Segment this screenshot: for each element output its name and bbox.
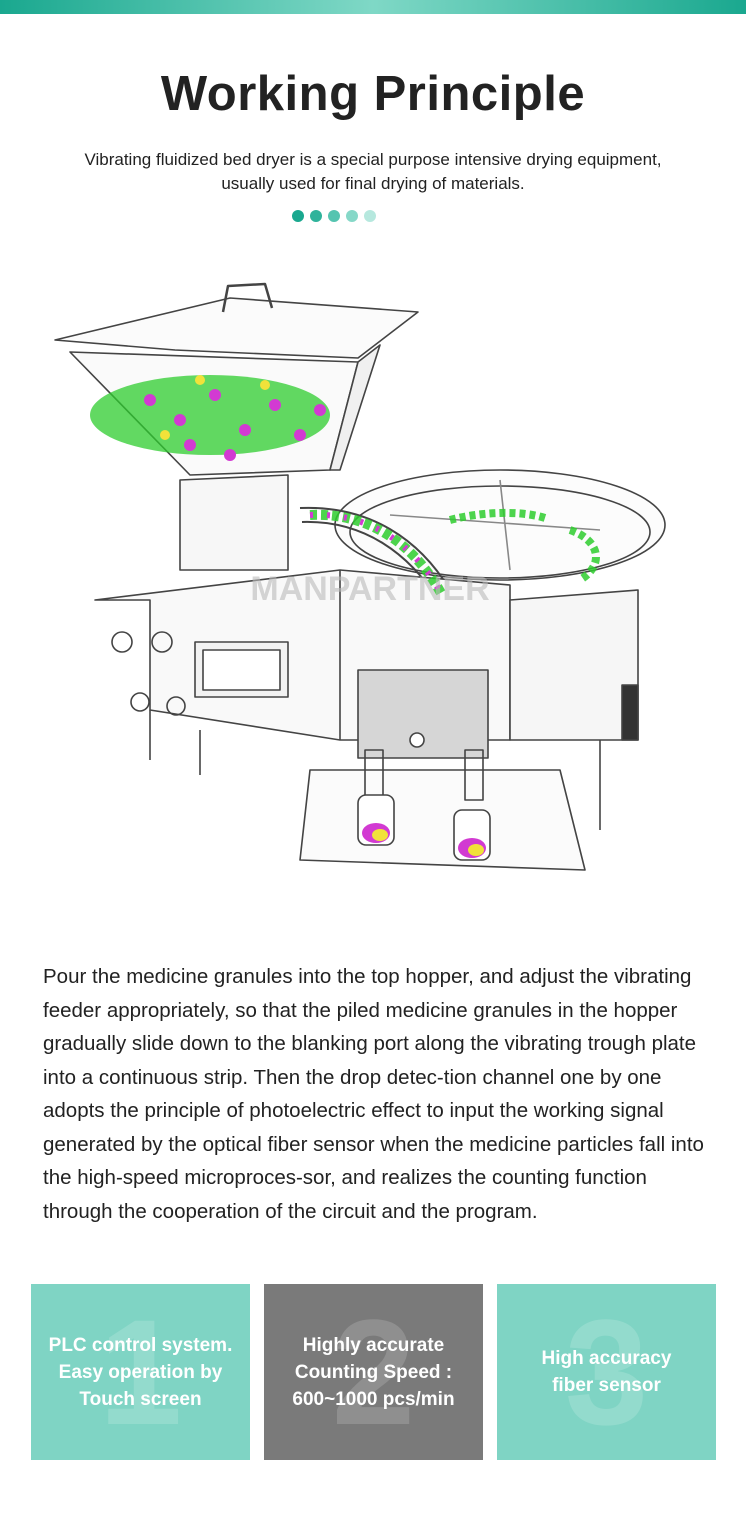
knob-4: [166, 696, 186, 716]
feature-card-speed: 2 Highly accurate Counting Speed : 600~1…: [264, 1284, 483, 1460]
hopper-lid: [54, 297, 419, 359]
feature-text: High accuracy fiber sensor: [541, 1348, 672, 1396]
knob-3: [130, 692, 150, 712]
feature-text: Highly accurate Counting Speed : 600~100…: [292, 1334, 455, 1410]
dot-4: [346, 210, 358, 222]
dot-3: [328, 210, 340, 222]
feature-card-sensor: 3 High accuracy fiber sensor: [497, 1284, 716, 1460]
granules-on-turntable: [448, 508, 600, 584]
vibrating-trough: [299, 506, 451, 591]
tablet-counting-machine-illustration: MANPARTNER: [54, 282, 666, 871]
dot-5: [364, 210, 376, 222]
working-principle-description: Pour the medicine granules into the top …: [43, 965, 704, 1223]
watermark: MANPARTNER: [250, 570, 489, 608]
feature-number: 3: [564, 1287, 649, 1456]
decorative-dots: [292, 210, 376, 224]
feeder-box: [179, 474, 289, 571]
base-plate: [299, 769, 586, 871]
knob-1: [111, 631, 133, 653]
feature-number: 2: [331, 1287, 416, 1456]
dot-1: [292, 210, 304, 222]
page-title: Working Principle: [160, 67, 586, 121]
granules-in-hopper: [90, 375, 330, 461]
subtitle-line-2: usually used for final drying of materia…: [221, 174, 525, 193]
feature-number: 1: [98, 1287, 183, 1456]
knob-2: [151, 631, 173, 653]
feature-text: PLC control system. Easy operation by To…: [48, 1334, 233, 1410]
subtitle-line-1: Vibrating fluidized bed dryer is a speci…: [84, 150, 662, 169]
feature-card-plc: 1 PLC control system. Easy operation by …: [31, 1284, 250, 1460]
page-subtitle: Vibrating fluidized bed dryer is a speci…: [40, 148, 706, 196]
lid-handle: [221, 282, 274, 313]
dot-2: [310, 210, 322, 222]
top-accent-bar: [0, 0, 746, 14]
granules-on-trough: [309, 509, 447, 598]
